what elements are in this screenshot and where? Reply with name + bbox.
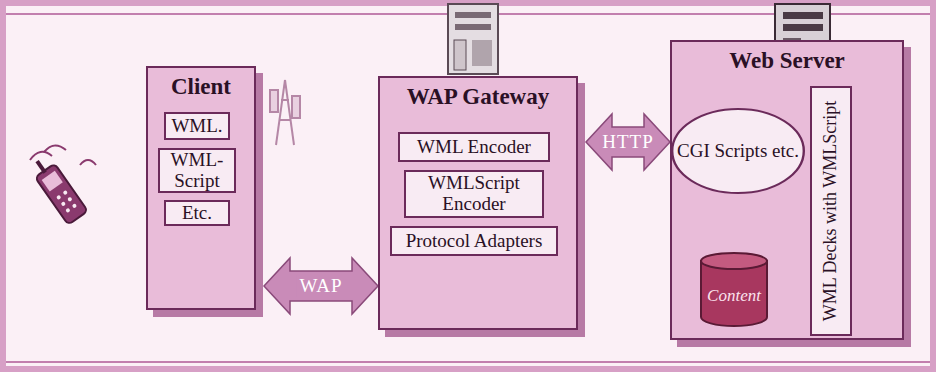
frame-line [6,361,930,363]
component-box: WML-Script [158,148,236,193]
decks-box: WML Decks with WMLScript [810,86,852,336]
encoder-box: WML Encoder [398,132,550,162]
protocol-label: HTTP [599,131,657,153]
server-computer [448,4,498,74]
box-title: Web Server [672,42,902,73]
client-box: ClientWML. WML-ScriptEtc. [146,66,256,310]
double-arrow [264,258,378,314]
box-label: WMLScript Encoder [412,173,536,215]
box-title: WAP Gateway [380,78,576,109]
box-label: Protocol Adapters [406,231,543,252]
gateway-box: WAP GatewayWML EncoderWMLScript EncoderP… [378,76,578,330]
frame-border [3,3,933,369]
box-label: CGI Scripts etc. [677,141,799,162]
web-server-box: Web ServerCGI Scripts etc. Content WML Dec… [670,40,904,340]
double-arrow [586,114,670,170]
phone-icon [28,154,88,225]
component-box: Etc. [164,200,230,226]
encoder-box: WMLScript Encoder [404,170,544,218]
protocol-label: WAP [296,275,345,297]
content-cylinder: Content [700,252,768,326]
box-label: WML-Script [166,150,228,192]
box-label: Etc. [182,203,212,224]
signal-waves [30,145,96,165]
component-box: WML. [164,112,230,140]
box-label: WML Encoder [417,137,531,158]
scripts-circle: CGI Scripts etc. [671,108,805,194]
box-label: WML. [171,116,222,137]
box-label: Content [707,287,761,306]
box-title: Client [148,68,254,99]
box-label: WML Decks with WMLScript [821,101,841,321]
adapter-box: Protocol Adapters [390,226,558,256]
antenna-tower [270,80,300,145]
